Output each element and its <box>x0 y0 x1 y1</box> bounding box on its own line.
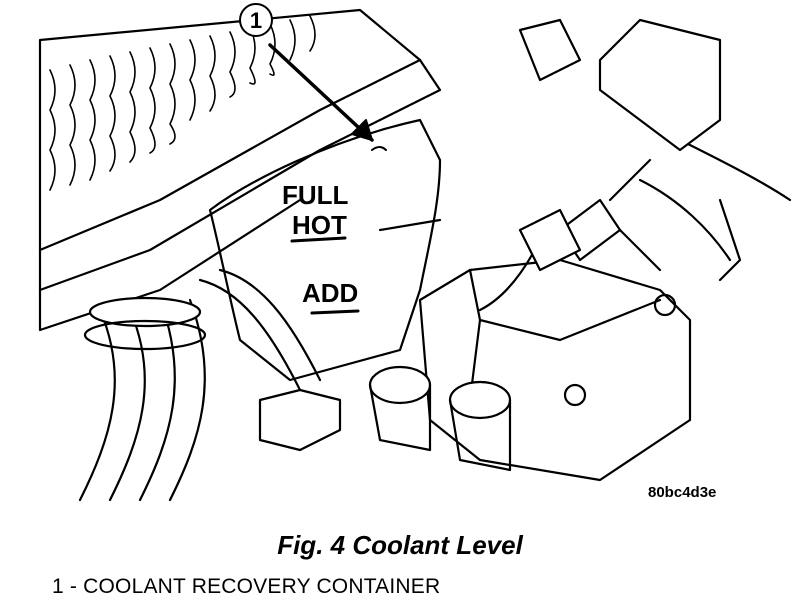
add-mark <box>310 309 360 315</box>
radiator-cover <box>38 8 442 332</box>
label-add: ADD <box>302 278 358 308</box>
full-hot-mark <box>290 236 347 243</box>
label-hot: HOT <box>292 210 347 240</box>
figure-caption: Fig. 4 Coolant Level <box>277 530 523 560</box>
hose-bundle <box>78 268 322 502</box>
callout-target-mark <box>371 146 387 151</box>
callout-leader-line <box>268 43 374 142</box>
image-code: 80bc4d3e <box>648 484 716 501</box>
label-full: FULL <box>282 180 349 210</box>
distributor-cap <box>368 258 692 482</box>
callout-circle <box>239 3 273 37</box>
coolant-level-illustration: 1 FULL HOT ADD 80bc4d3e <box>38 3 792 502</box>
callout-number: 1 <box>250 8 262 33</box>
coolant-recovery-container <box>208 118 442 382</box>
callout-arrowhead <box>351 119 373 141</box>
ignition-wires <box>258 18 792 452</box>
legend-item: 1 - COOLANT RECOVERY CONTAINER <box>52 575 441 598</box>
